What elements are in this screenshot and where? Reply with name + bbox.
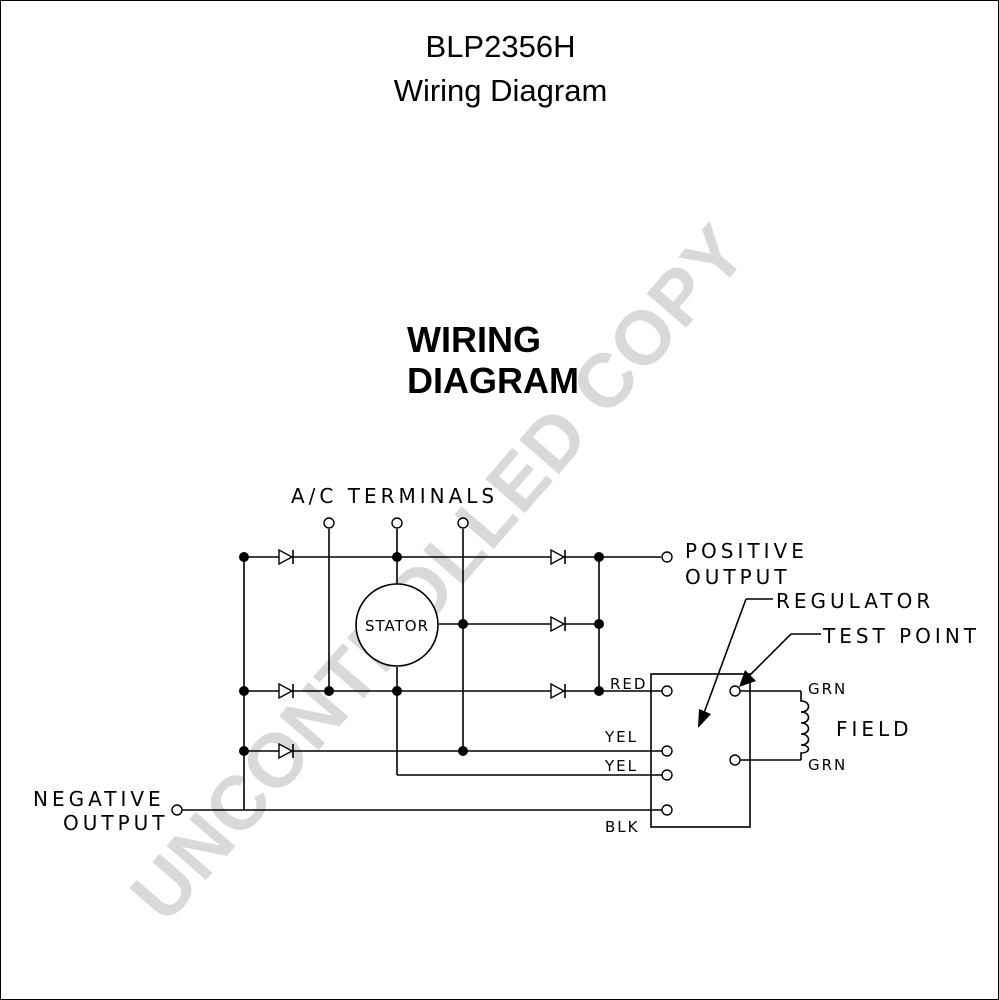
- positive-output-label-2: OUTPUT: [685, 565, 791, 589]
- page-subtitle: Wiring Diagram: [393, 73, 608, 108]
- junction-dots: [239, 552, 604, 756]
- diode-red-right: [550, 682, 566, 700]
- wire-yel-label-2: YEL: [604, 757, 638, 775]
- part-number-title: BLP2356H: [425, 29, 576, 64]
- open-terminals: [171, 517, 741, 816]
- wire-blk-label: BLK: [605, 818, 639, 836]
- test-point-pointer-arrow: [739, 633, 821, 687]
- negative-output-label-2: OUTPUT: [63, 811, 169, 835]
- negative-output-label-1: NEGATIVE: [33, 787, 165, 811]
- wire-yel-label-1: YEL: [604, 728, 638, 746]
- wire-grn-label-2: GRN: [808, 756, 847, 774]
- regulator-label: REGULATOR: [776, 589, 934, 613]
- ac-terminals-label: A/C TERMINALS: [291, 484, 498, 508]
- diode-top-left: [278, 548, 294, 566]
- diagram-heading-line1: WIRING: [407, 319, 541, 360]
- test-point-label: TEST POINT: [822, 624, 980, 648]
- field-label: FIELD: [836, 717, 913, 741]
- stator-label: STATOR: [365, 617, 429, 635]
- diode-yel-left: [278, 742, 294, 760]
- diode-middle-right: [550, 615, 566, 633]
- wire-network: [182, 529, 810, 828]
- diagram-heading-line2: DIAGRAM: [407, 360, 579, 401]
- diode-top-right: [550, 548, 566, 566]
- wire-grn-label-1: GRN: [808, 680, 847, 698]
- positive-output-label-1: POSITIVE: [685, 539, 808, 563]
- stator-symbol: [355, 583, 439, 667]
- wire-red-label: RED: [610, 675, 647, 693]
- diode-red-left: [278, 682, 294, 700]
- regulator-pointer-arrow: [698, 598, 773, 728]
